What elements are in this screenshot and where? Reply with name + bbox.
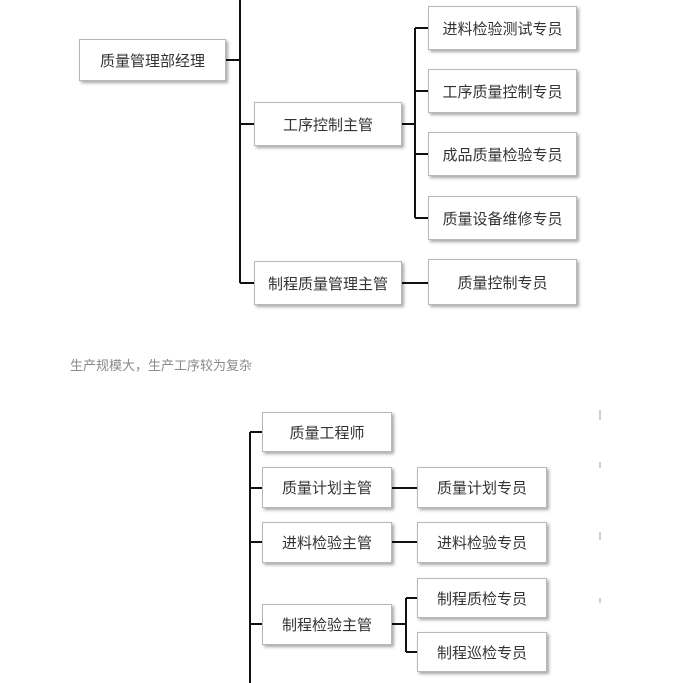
node-process-quality-supervisor: 制程质量管理主管 <box>254 261 402 305</box>
node-process-patrol-inspection-staff: 制程巡检专员 <box>417 632 547 672</box>
edge-artifact <box>599 532 601 540</box>
node-quality-engineer: 质量工程师 <box>262 412 392 452</box>
caption-text: 生产规模大，生产工序较为复杂 <box>70 359 253 374</box>
edge-artifact <box>599 462 601 468</box>
node-quality-plan-staff: 质量计划专员 <box>417 467 547 508</box>
edge-artifact <box>599 410 601 420</box>
node-quality-dept-manager: 质量管理部经理 <box>79 39 226 81</box>
edge-artifact <box>599 598 601 603</box>
node-equipment-maintenance-staff: 质量设备维修专员 <box>428 196 577 240</box>
node-incoming-test-staff: 进料检验测试专员 <box>428 6 577 50</box>
node-finished-goods-inspection-staff: 成品质量检验专员 <box>428 132 577 176</box>
node-quality-control-staff: 质量控制专员 <box>428 259 577 305</box>
node-process-control-supervisor: 工序控制主管 <box>254 102 402 146</box>
node-quality-plan-supervisor: 质量计划主管 <box>262 467 392 508</box>
node-process-qc-staff: 制程质检专员 <box>417 578 547 618</box>
node-process-quality-control-staff: 工序质量控制专员 <box>428 69 577 113</box>
node-incoming-inspection-staff: 进料检验专员 <box>417 522 547 563</box>
node-incoming-inspection-supervisor: 进料检验主管 <box>262 522 392 563</box>
node-process-inspection-supervisor: 制程检验主管 <box>262 604 392 645</box>
